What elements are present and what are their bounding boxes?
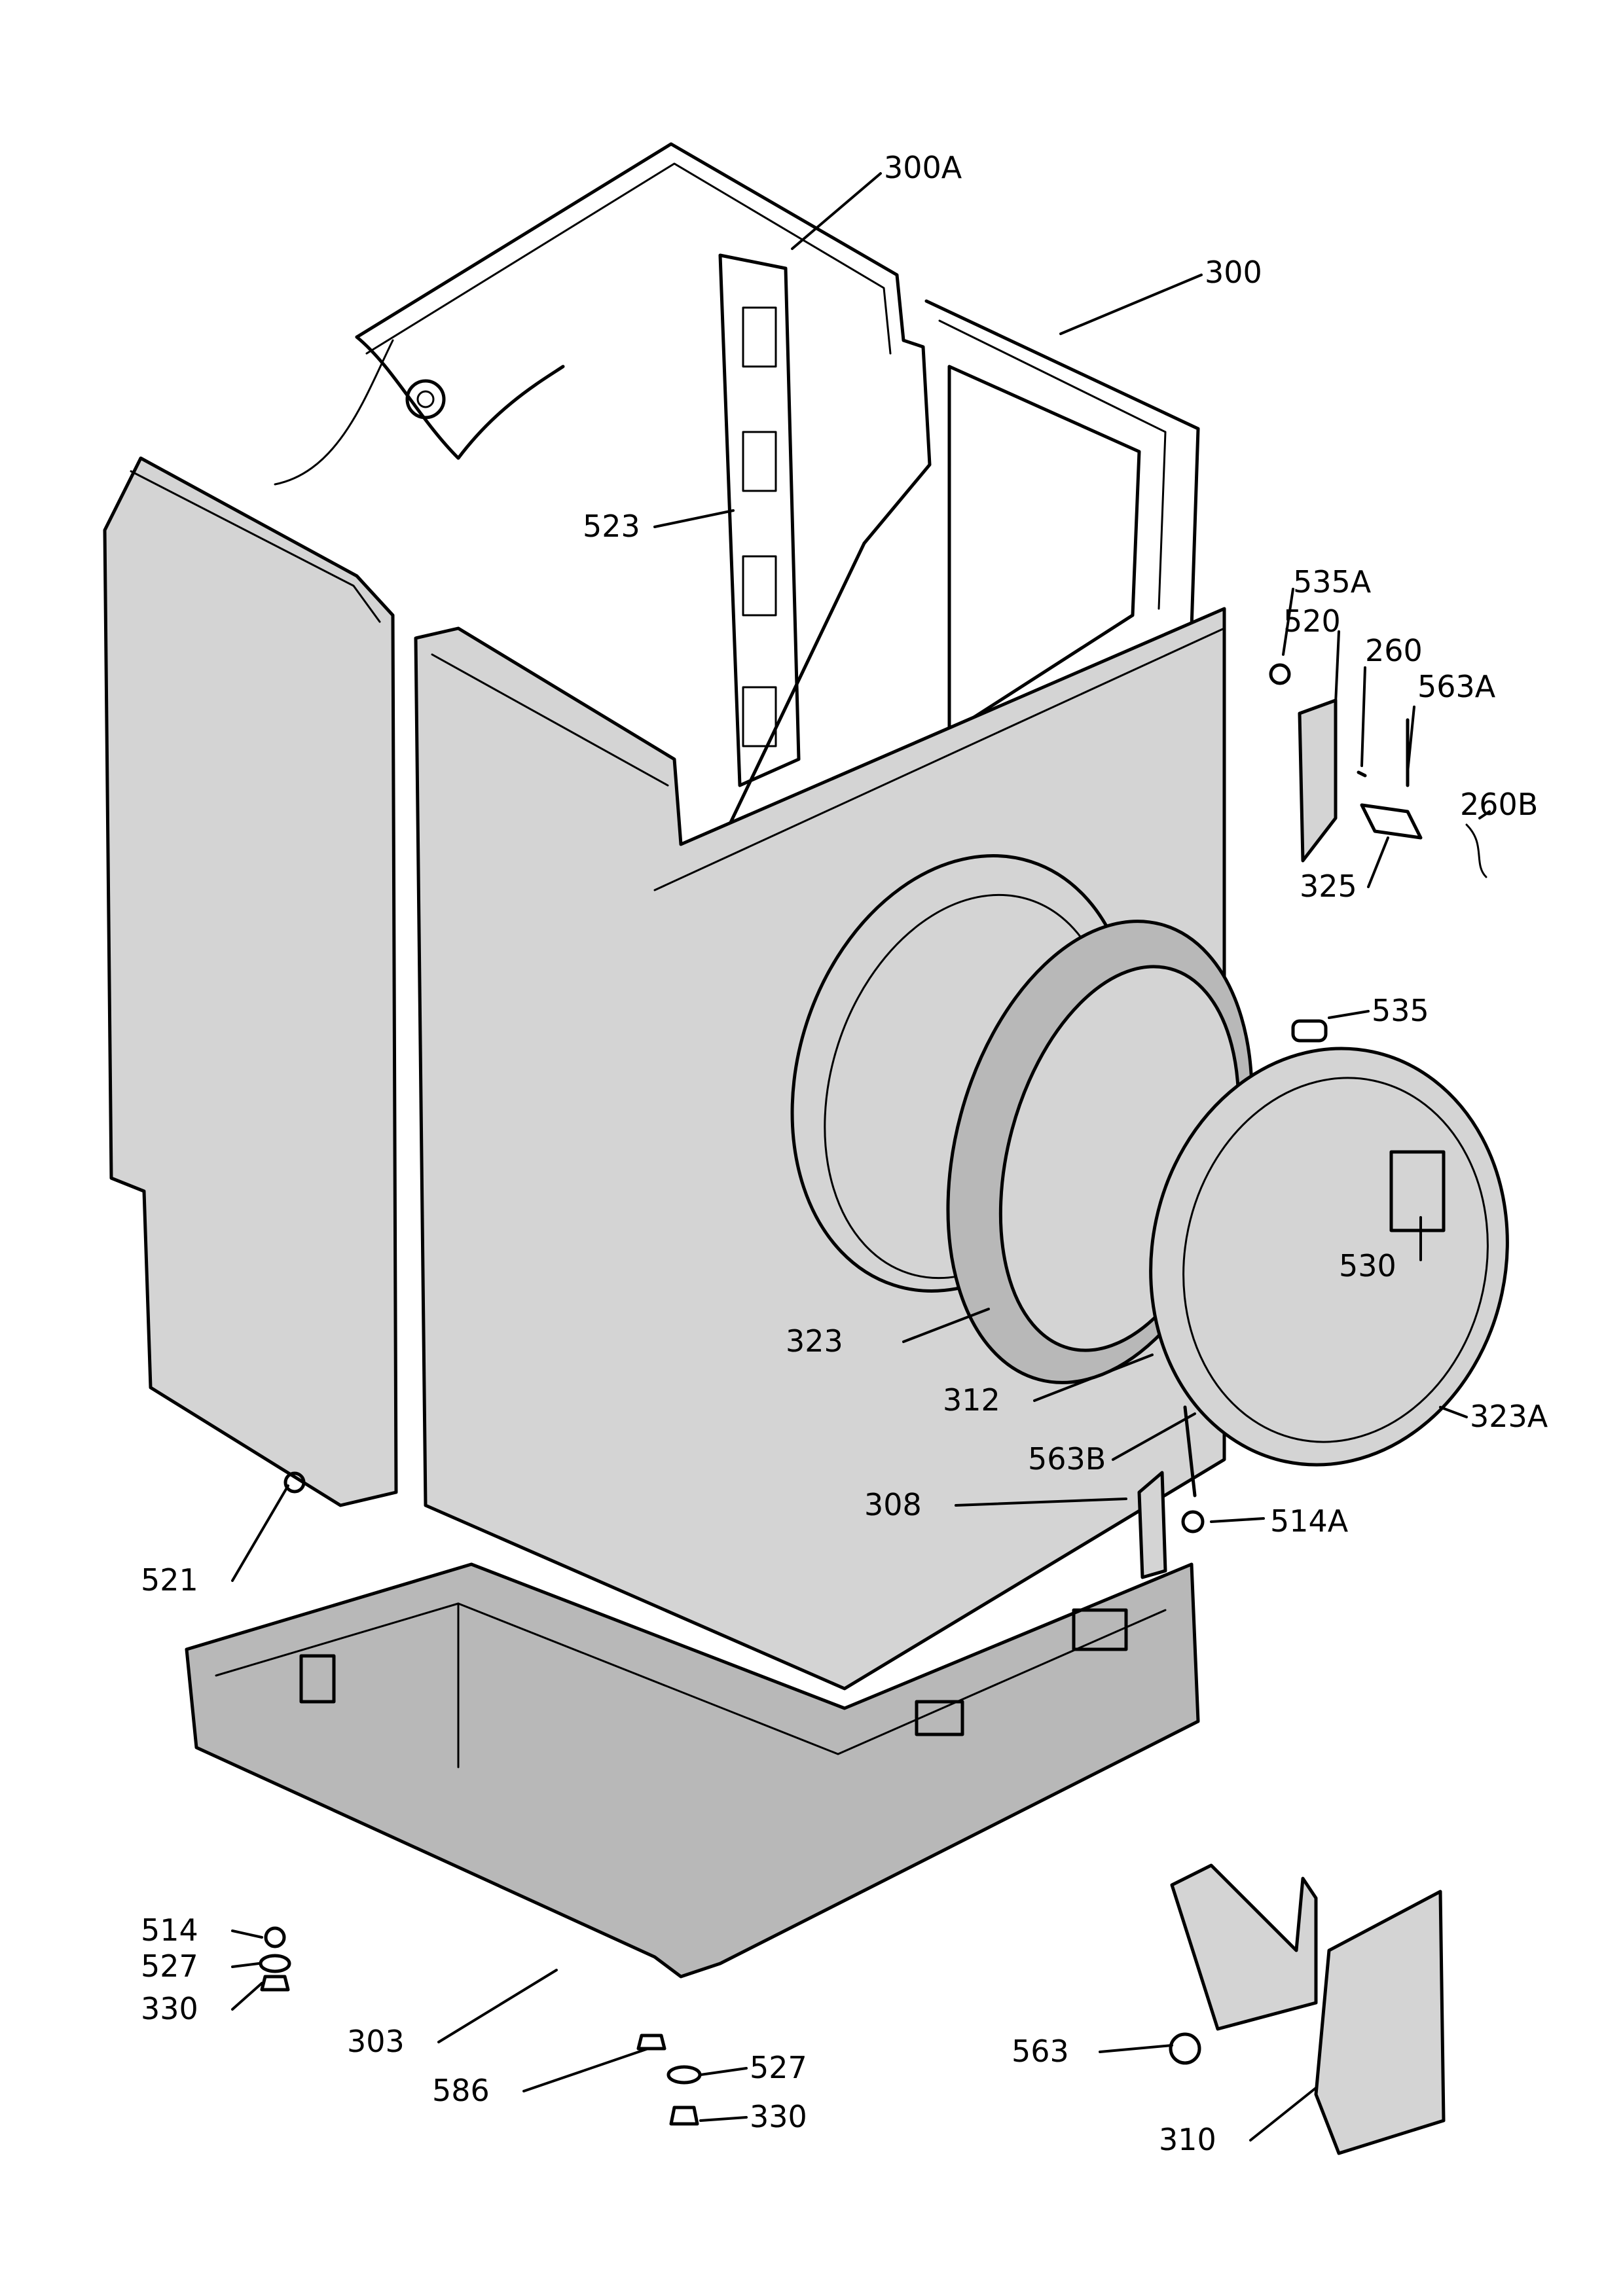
callout-563A: 563A <box>1417 669 1496 704</box>
leader-lines <box>231 172 1491 2142</box>
callout-323: 323 <box>786 1323 843 1359</box>
door-assembly <box>1149 1019 1509 1467</box>
door-handle-icon <box>1389 1150 1446 1232</box>
cabinet-front-side-panel <box>414 607 1226 1691</box>
base-frame <box>185 1562 1200 1979</box>
callout-308: 308 <box>864 1487 922 1522</box>
bearing-hole-icon <box>405 379 446 420</box>
cabinet-rear-frame <box>274 142 1200 859</box>
callout-527-left: 527 <box>141 1948 198 1984</box>
callout-527-right: 527 <box>750 2050 807 2085</box>
callout-563: 563 <box>1012 2034 1069 2069</box>
callout-260: 260 <box>1365 633 1423 668</box>
cabinet-side-panel-left <box>103 456 398 1507</box>
screw-icon <box>283 1471 306 1494</box>
callout-310: 310 <box>1159 2122 1216 2157</box>
callout-labels: 300A 300 523 535A 520 260 563A 260B 325 … <box>141 150 1548 2157</box>
callout-303: 303 <box>347 2024 405 2059</box>
callout-563B: 563B <box>1028 1441 1106 1477</box>
callout-325: 325 <box>1300 869 1357 904</box>
adjustable-feet <box>259 1471 702 2126</box>
callout-535A: 535A <box>1293 564 1372 600</box>
callout-530: 530 <box>1339 1248 1396 1283</box>
door-hinge <box>1137 1405 1205 1579</box>
callout-300A: 300A <box>884 150 962 185</box>
callout-312: 312 <box>943 1382 1000 1418</box>
callout-330-right: 330 <box>750 2099 807 2134</box>
callout-300: 300 <box>1205 255 1262 290</box>
door-hinge-pin-icon <box>1291 1019 1328 1043</box>
callout-586: 586 <box>432 2073 490 2108</box>
callout-535: 535 <box>1372 993 1429 1028</box>
callout-521: 521 <box>141 1562 198 1598</box>
callout-520: 520 <box>1283 603 1341 639</box>
callout-260B: 260B <box>1460 787 1538 822</box>
callout-514A: 514A <box>1270 1503 1349 1539</box>
callout-523: 523 <box>583 509 640 544</box>
service-cover-and-bracket <box>1169 1863 1446 2155</box>
door-lock-parts <box>1269 663 1487 878</box>
callout-514: 514 <box>141 1912 198 1948</box>
rear-wiring-bracket <box>718 253 801 787</box>
callout-323A: 323A <box>1470 1399 1548 1434</box>
callout-330-left: 330 <box>141 1991 198 2026</box>
